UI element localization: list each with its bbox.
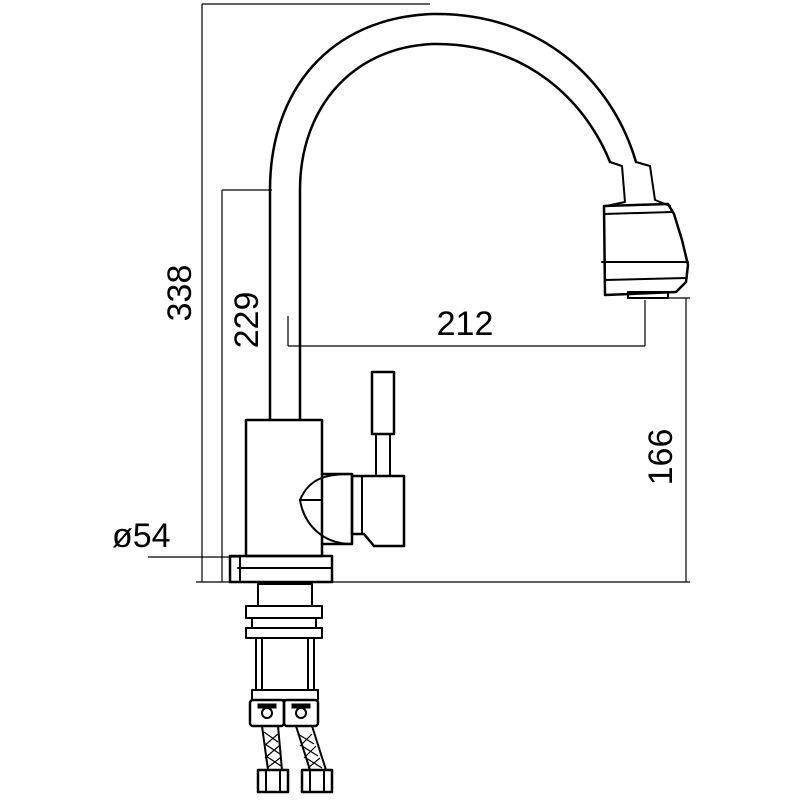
dimension-spout-height: 229 <box>228 292 266 349</box>
dimension-base-diameter: ø54 <box>112 517 171 555</box>
braided-hoses <box>256 725 334 794</box>
dimension-outlet-height: 166 <box>642 429 680 486</box>
dimension-lines <box>148 3 690 583</box>
dimension-total-height: 338 <box>161 265 199 322</box>
spray-head <box>601 202 690 299</box>
faucet-base <box>228 554 334 584</box>
mounting-shank <box>245 583 323 701</box>
faucet-handle <box>350 370 406 548</box>
faucet-spout <box>268 12 671 422</box>
dimension-reach: 212 <box>437 305 494 343</box>
faucet-body <box>244 418 354 558</box>
hose-fittings <box>248 698 320 728</box>
